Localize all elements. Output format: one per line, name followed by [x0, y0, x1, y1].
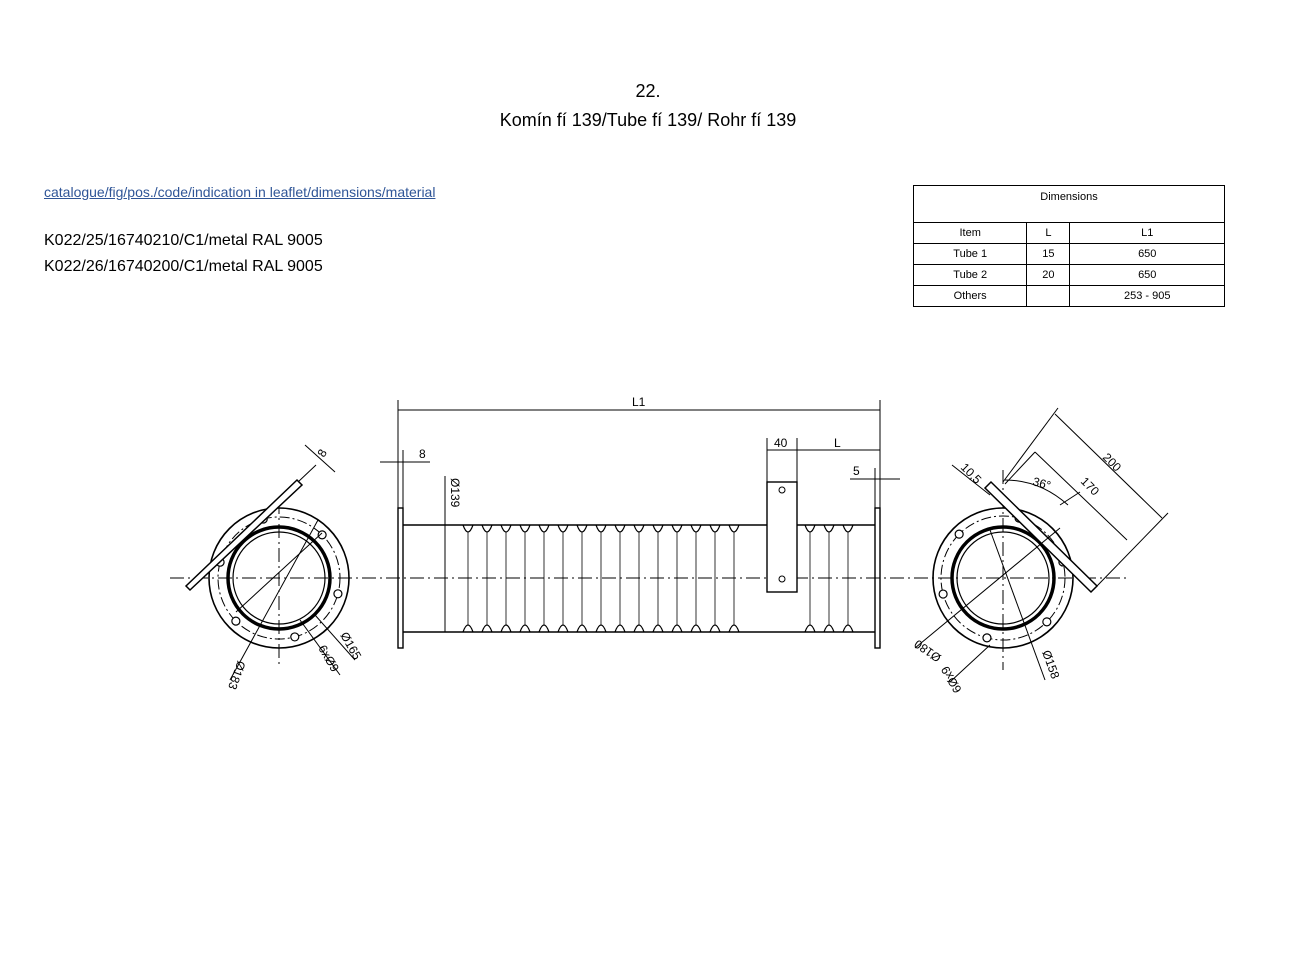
corrugation: [614, 524, 626, 533]
cell: Others: [912, 285, 1028, 307]
page-title: Komín fí 139/Tube fí 139/ Rohr fí 139: [499, 110, 797, 130]
dim-label: 200: [1100, 450, 1124, 474]
corrugation: [690, 524, 702, 533]
bolt-hole: [982, 633, 992, 643]
corrugation: [823, 624, 835, 633]
corrugation: [804, 524, 816, 533]
table-header-row: Item L L1: [912, 222, 1225, 244]
cell: Tube 1: [912, 243, 1028, 265]
corrugation: [538, 524, 550, 533]
corrugation: [481, 524, 493, 533]
corrugation: [652, 624, 664, 633]
dim-label: Ø165: [337, 630, 364, 663]
dim-label: 40: [774, 436, 788, 450]
cell: [1026, 285, 1071, 307]
corrugation: [842, 524, 854, 533]
corrugation: [690, 624, 702, 633]
dim-label: 170: [1078, 474, 1102, 498]
dim-label: 5: [853, 464, 860, 478]
cell: 253 - 905: [1069, 285, 1225, 307]
dim-label: Ø158: [1039, 648, 1062, 681]
corrugation: [462, 524, 474, 533]
bolt-hole: [317, 530, 327, 540]
dim-label: 6Øx9: [938, 663, 965, 695]
table-row: Tube 2 20 650: [912, 264, 1225, 286]
corrugation: [576, 624, 588, 633]
cell: Tube 2: [912, 264, 1028, 286]
corrugation: [595, 524, 607, 533]
corrugation: [804, 624, 816, 633]
dim-label: Ø180: [911, 637, 943, 665]
table-row: Tube 1 15 650: [912, 243, 1225, 265]
legend-link[interactable]: catalogue/fig/pos./code/indication in le…: [44, 184, 436, 200]
bolt-hole: [1042, 617, 1052, 627]
page-number: 22.: [635, 81, 661, 101]
bolt-hole: [290, 632, 300, 642]
table-title: Dimensions: [913, 185, 1225, 223]
dim-label: 10,5: [958, 460, 985, 487]
corrugation: [633, 624, 645, 633]
dim-label: 36°: [1031, 474, 1052, 492]
corrugation: [671, 524, 683, 533]
right-end-view: 10,5 36° 170 200 Ø180 6Øx9 Ø158: [911, 407, 1169, 696]
bolt-hole: [938, 589, 948, 599]
dimensions-table: Dimensions Item L L1 Tube 1 15 650 Tube …: [912, 185, 1225, 307]
product-code: K022/25/16740210/C1/metal RAL 9005: [44, 232, 323, 249]
corrugation: [728, 624, 740, 633]
dim-label: L1: [632, 395, 646, 409]
tube-side-view: L1 8 Ø139 40 L 5: [380, 395, 900, 649]
corrugation: [595, 624, 607, 633]
corrugation: [576, 524, 588, 533]
corrugation: [462, 624, 474, 633]
corrugation: [519, 524, 531, 533]
bolt-hole: [954, 529, 964, 539]
corrugation: [652, 524, 664, 533]
corrugation: [671, 624, 683, 633]
corrugation: [557, 524, 569, 533]
corrugation: [500, 524, 512, 533]
corrugation: [842, 624, 854, 633]
dim-label: Ø183: [225, 659, 248, 692]
dim-label: L: [834, 436, 841, 450]
corrugation: [519, 624, 531, 633]
corrugation: [709, 624, 721, 633]
table-row: Others 253 - 905: [912, 285, 1225, 307]
corrugation: [633, 524, 645, 533]
bolt-hole: [231, 616, 241, 626]
corrugation: [557, 624, 569, 633]
corrugation: [823, 524, 835, 533]
dim-label: 6xØ9: [315, 643, 342, 675]
corrugation: [481, 624, 493, 633]
dim-label: Ø139: [448, 478, 462, 508]
corrugation: [500, 624, 512, 633]
product-code: K022/26/16740200/C1/metal RAL 9005: [44, 258, 323, 275]
corrugation: [709, 524, 721, 533]
dim-label: 8: [419, 447, 426, 461]
dim-label: 8: [314, 446, 330, 459]
corrugation: [538, 624, 550, 633]
corrugation: [728, 524, 740, 533]
left-end-view: 8 Ø183 Ø165 6xØ9: [184, 444, 364, 692]
bolt-hole: [333, 589, 343, 599]
corrugation: [614, 624, 626, 633]
